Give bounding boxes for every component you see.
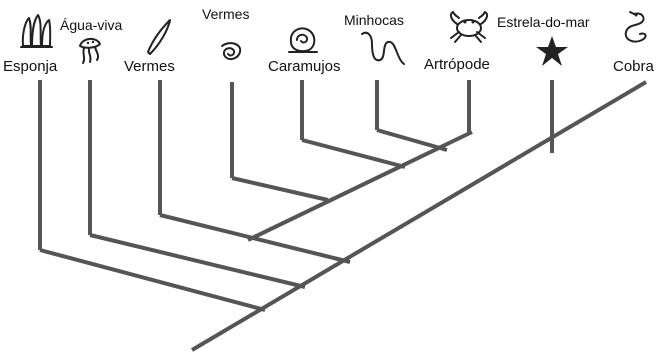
taxon-label-esponja: Esponja (3, 58, 58, 75)
taxon-label-cobra: Cobra (613, 58, 655, 75)
starfish-icon (536, 36, 568, 66)
taxon-label-caramujos: Caramujos (268, 58, 341, 75)
crab-icon (449, 11, 489, 43)
roundworm-icon (221, 42, 242, 60)
flatworm-icon (147, 19, 171, 55)
branch-caramujos-diag (301, 138, 406, 169)
branch-minhocas-diag (376, 128, 448, 152)
taxon-label-vermes-1: Vermes (124, 58, 175, 75)
snail-icon (288, 27, 318, 53)
branch-agua-viva-diag (89, 233, 306, 289)
snake-icon (624, 11, 647, 43)
taxon-label-vermes-2: Vermes (202, 6, 249, 22)
taxon-label-estrela-do-mar: Estrela-do-mar (497, 14, 590, 30)
taxon-label-minhocas: Minhocas (344, 12, 404, 28)
taxon-label-agua-viva: Água-viva (60, 17, 122, 33)
cladogram-branches (38, 80, 648, 352)
earthworm-icon (361, 31, 405, 65)
branch-esponja-diag (39, 248, 266, 312)
branch-inner-clade (247, 130, 473, 242)
trunk-branch (190, 80, 648, 352)
taxon-label-artropode: Artrópode (424, 56, 490, 73)
branch-vermes-2-diag (231, 176, 329, 202)
jellyfish-icon (79, 38, 101, 64)
sponge-icon (20, 14, 53, 48)
